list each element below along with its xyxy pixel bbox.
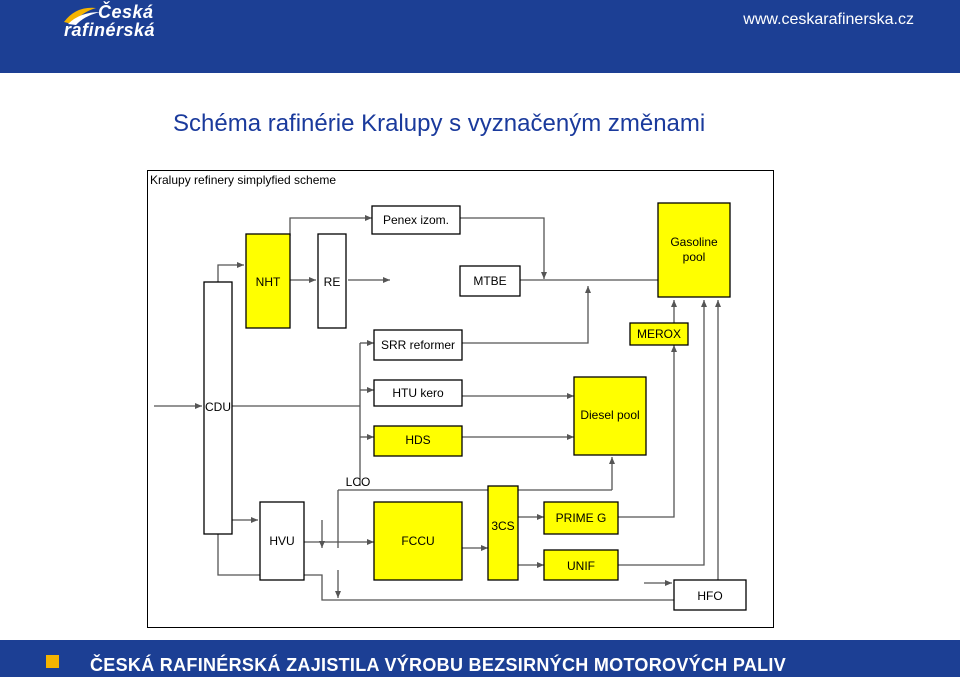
node-hds-label: HDS <box>405 433 430 447</box>
line-penex-to-pool <box>460 217 547 279</box>
node-re-label: RE <box>324 275 341 289</box>
node-srr-label: SRR reformer <box>381 338 455 352</box>
node-gasoline-label-1: Gasoline <box>670 235 718 249</box>
line-cdu-nht <box>217 262 244 282</box>
node-gasoline-pool <box>657 202 731 298</box>
node-srr <box>373 329 463 361</box>
node-cdu-label: CDU <box>205 400 231 414</box>
node-unif <box>543 549 619 581</box>
node-diesel-pool <box>573 376 647 456</box>
node-unif-label: UNIF <box>567 559 595 573</box>
node-mtbe <box>459 265 521 297</box>
diagram-caption: Kralupy refinery simplyfied scheme <box>150 173 336 187</box>
node-lco-label: LCO <box>346 475 371 489</box>
node-fccu <box>373 501 463 581</box>
node-penex-label: Penex izom. <box>383 213 449 227</box>
node-nht <box>245 233 291 329</box>
node-hvu-label: HVU <box>269 534 294 548</box>
company-logo[interactable]: Česká rafinérská <box>60 2 170 42</box>
node-hfo-label: HFO <box>697 589 722 603</box>
node-penex <box>371 205 461 235</box>
line-prime-up <box>618 345 677 518</box>
node-nht-label: NHT <box>256 275 281 289</box>
node-prime-g <box>543 501 619 535</box>
node-diesel-label: Diesel pool <box>580 408 639 422</box>
logo-text-line2: rafinérská <box>64 20 156 40</box>
line-residue <box>217 534 674 601</box>
footer-bar: ČESKÁ RAFINÉRSKÁ ZAJISTILA VÝROBU BEZSIR… <box>0 640 960 677</box>
logo-swoosh-icon <box>64 7 100 25</box>
node-hvu <box>259 501 305 581</box>
node-merox <box>629 322 689 346</box>
node-re <box>317 233 347 329</box>
node-htu <box>373 379 463 407</box>
node-3cs-label: 3CS <box>491 519 514 533</box>
node-cdu <box>203 281 233 535</box>
line-to-penex <box>289 215 372 236</box>
node-hfo <box>673 579 747 611</box>
node-merox-label: MEROX <box>637 327 681 341</box>
node-hds <box>373 425 463 457</box>
header-bar: Česká rafinérská www.ceskarafinerska.cz <box>0 0 960 73</box>
node-mtbe-label: MTBE <box>473 274 506 288</box>
node-3cs <box>487 485 519 581</box>
logo-text-line1: Česká <box>98 2 154 22</box>
node-htu-label: HTU kero <box>392 386 444 400</box>
footer-text: ČESKÁ RAFINÉRSKÁ ZAJISTILA VÝROBU BEZSIR… <box>90 655 787 675</box>
line-srr-up <box>462 286 591 344</box>
site-url-link[interactable]: www.ceskarafinerska.cz <box>743 11 914 28</box>
line-unif-up <box>618 300 707 566</box>
node-prime-g-label: PRIME G <box>556 511 607 525</box>
node-fccu-label: FCCU <box>401 534 434 548</box>
refinery-diagram: Kralupy refinery simplyfied scheme <box>147 170 774 628</box>
flow-lines <box>154 215 721 601</box>
footer-bullet-icon <box>46 655 59 668</box>
node-gasoline-label-2: pool <box>683 250 706 264</box>
page-title: Schéma rafinérie Kralupy s vyznačeným zm… <box>173 110 706 137</box>
